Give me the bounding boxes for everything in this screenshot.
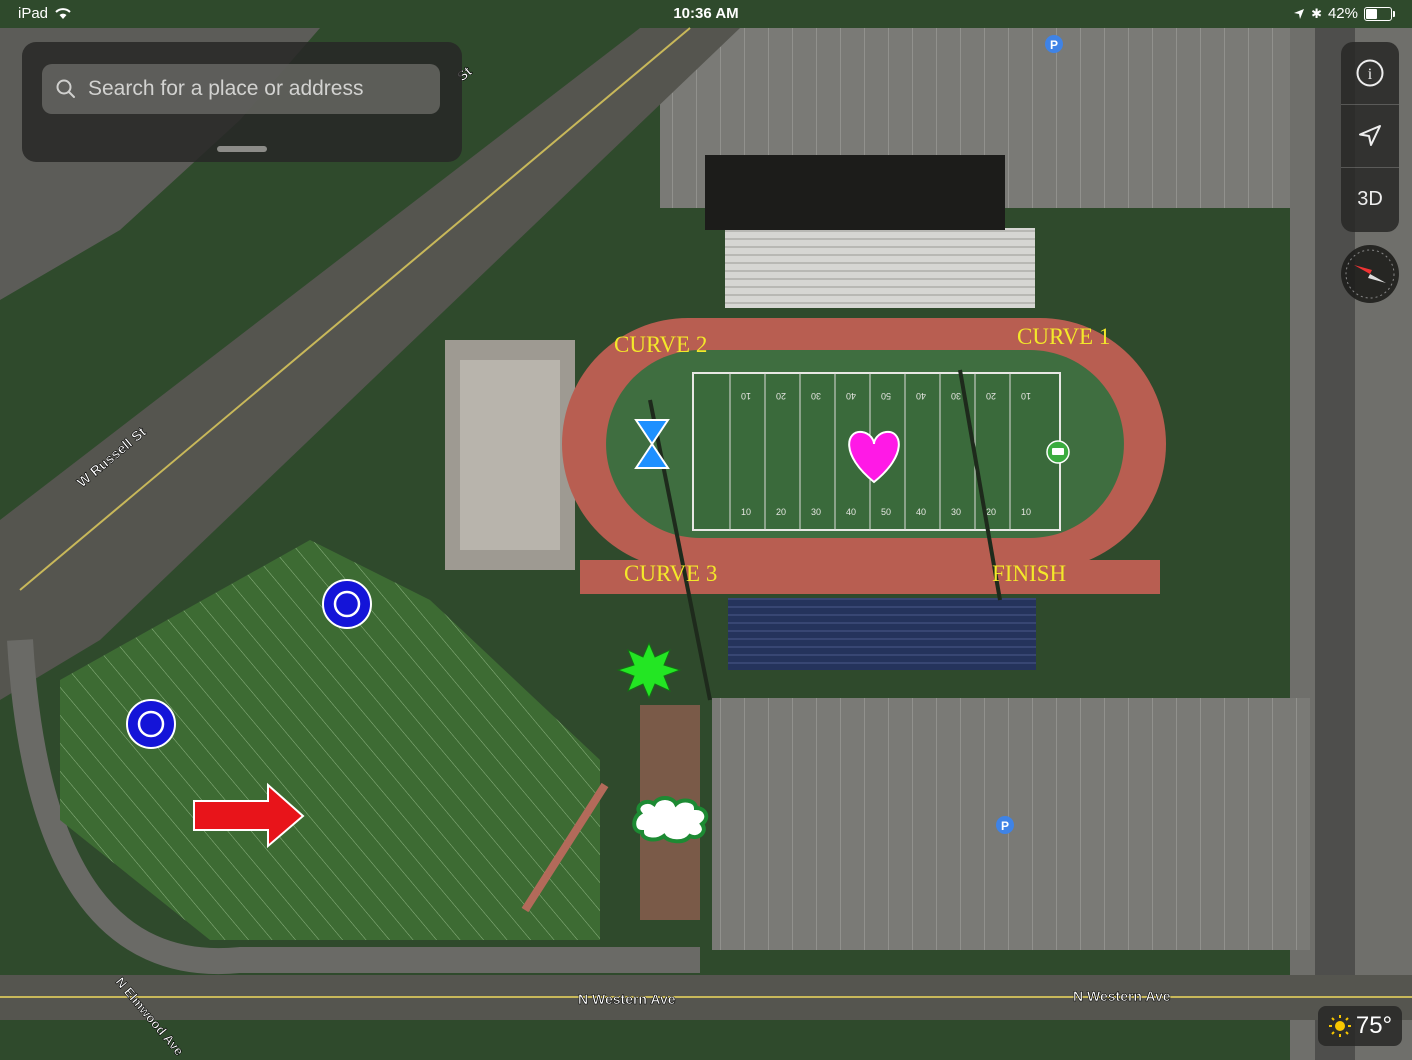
3d-button[interactable]: 3D: [1357, 187, 1383, 210]
bluetooth-icon: ✱: [1311, 5, 1322, 21]
svg-text:P: P: [1050, 38, 1058, 52]
compass-icon: [1345, 249, 1395, 299]
search-icon: [56, 79, 75, 98]
home-grandstand: [725, 228, 1035, 308]
long-jump-runway: [521, 782, 609, 913]
press-box-shadow: [705, 155, 1005, 230]
parking-icon[interactable]: P: [1045, 35, 1063, 53]
status-bar: iPad 10:36 AM ✱ 42%: [0, 0, 1412, 28]
hourglass-icon: [634, 419, 670, 469]
arrow-right-icon: [193, 782, 305, 849]
yard-number: 10: [741, 507, 751, 517]
yard-number: 10: [1021, 391, 1031, 401]
location-arrow-icon: [1359, 125, 1381, 146]
yard-number: 40: [916, 391, 926, 401]
heart-icon: [848, 430, 900, 484]
yard-number: 30: [811, 391, 821, 401]
ring-icon: [322, 579, 372, 629]
map-controls: i 3D: [1341, 42, 1399, 232]
highway-russell: [0, 28, 740, 700]
stadium-poi-icon[interactable]: [1046, 440, 1070, 464]
yard-number: 20: [776, 507, 786, 517]
yard-number: 30: [951, 391, 961, 401]
practice-field: [60, 540, 600, 940]
ring-icon: [126, 699, 176, 749]
yard-number: 40: [846, 507, 856, 517]
highway-centerline: [19, 27, 691, 591]
access-drive: [7, 639, 700, 975]
yard-number: 20: [986, 507, 996, 517]
info-icon: i: [1356, 59, 1384, 87]
panel-grabber-handle[interactable]: [217, 146, 267, 152]
battery-icon: [1364, 6, 1395, 21]
svg-text:P: P: [1001, 819, 1009, 833]
tracking-button[interactable]: [1341, 105, 1399, 167]
search-panel: [22, 42, 462, 162]
yard-number: 30: [811, 507, 821, 517]
school-building-roof: [460, 360, 560, 550]
track-label-curve-3: CURVE 3: [624, 561, 717, 586]
status-time: 10:36 AM: [673, 5, 739, 22]
yard-number: 40: [916, 507, 926, 517]
cloud-icon: [632, 796, 709, 844]
yard-number: 50: [881, 507, 891, 517]
light-pole-shadow: [958, 369, 1002, 601]
yard-number: 10: [1021, 507, 1031, 517]
search-field-container[interactable]: [42, 64, 440, 114]
yard-number: 40: [846, 391, 856, 401]
temperature: 75°: [1355, 1012, 1393, 1039]
starburst-icon: [616, 641, 682, 700]
battery-percent: 42%: [1327, 5, 1358, 22]
parking-icon[interactable]: P: [996, 816, 1014, 834]
yard-numbers: 10 10 20 20 30 30 40 40 50 50 40 40 30 30 20 20 10 10: [741, 391, 1031, 517]
street-label-western-right: N Western Ave: [1073, 988, 1171, 1004]
weather-widget: 75°: [1318, 1006, 1402, 1046]
track-label-finish: FINISH: [992, 561, 1066, 586]
visitor-grandstand: [728, 598, 1036, 670]
yard-number: 50: [881, 391, 891, 401]
controls-divider: [1341, 167, 1399, 168]
wifi-icon: [55, 8, 71, 19]
yard-number: 20: [986, 391, 996, 401]
yard-number: 10: [741, 391, 751, 401]
search-input[interactable]: [86, 76, 440, 102]
yard-number: 20: [776, 391, 786, 401]
track-label-curve-2: CURVE 2: [614, 332, 707, 357]
track-straightaway: [580, 560, 1160, 594]
device-name: iPad: [18, 5, 49, 22]
light-pole-shadow: [648, 399, 712, 701]
sun-icon: [1328, 1015, 1351, 1037]
controls-divider: [1341, 104, 1399, 105]
track-label-curve-1: CURVE 1: [1017, 324, 1110, 349]
street-label-western-left: N Western Ave: [578, 991, 676, 1007]
info-button[interactable]: i: [1341, 42, 1399, 104]
location-arrow-icon: [1294, 8, 1305, 19]
svg-text:i: i: [1368, 66, 1373, 83]
yard-number: 30: [951, 507, 961, 517]
compass-button[interactable]: [1341, 245, 1399, 303]
